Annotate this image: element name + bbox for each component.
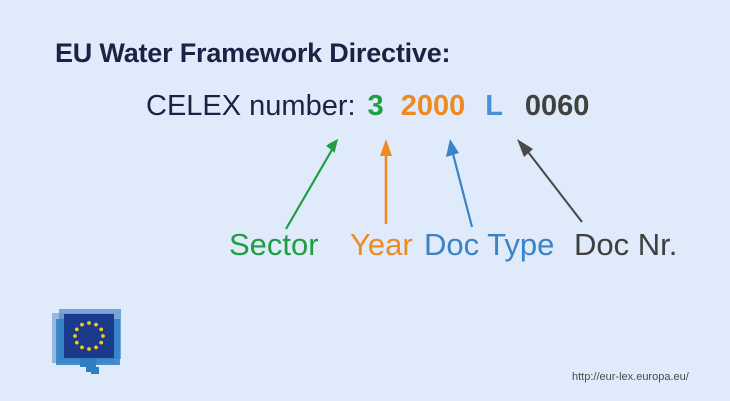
- eu-stars: [73, 321, 105, 351]
- doctype-arrow: [446, 139, 474, 228]
- sector-arrow: [285, 139, 338, 230]
- legend-label-sector: Sector: [229, 227, 319, 262]
- source-url: http://eur-lex.europa.eu/: [572, 371, 689, 383]
- celex-doctype-letter: L: [485, 90, 503, 122]
- year-arrow: [380, 139, 392, 224]
- celex-docnumber-digits: 0060: [524, 90, 590, 122]
- celex-number-line: CELEX number: 3 2000 L 0060: [146, 92, 589, 121]
- eu-flag-speech-bubble-logo: [52, 309, 121, 374]
- celex-sector-digit: 3: [367, 90, 384, 122]
- celex-year-digits: 2000: [400, 90, 466, 122]
- legend-label-doc-number: Doc Nr.: [574, 227, 678, 262]
- legend-label-year: Year: [350, 227, 413, 262]
- page-title: EU Water Framework Directive:: [55, 38, 451, 68]
- celex-label: CELEX number:: [146, 90, 356, 122]
- legend-label-doc-type: Doc Type: [424, 227, 555, 262]
- docnr-arrow: [517, 139, 583, 223]
